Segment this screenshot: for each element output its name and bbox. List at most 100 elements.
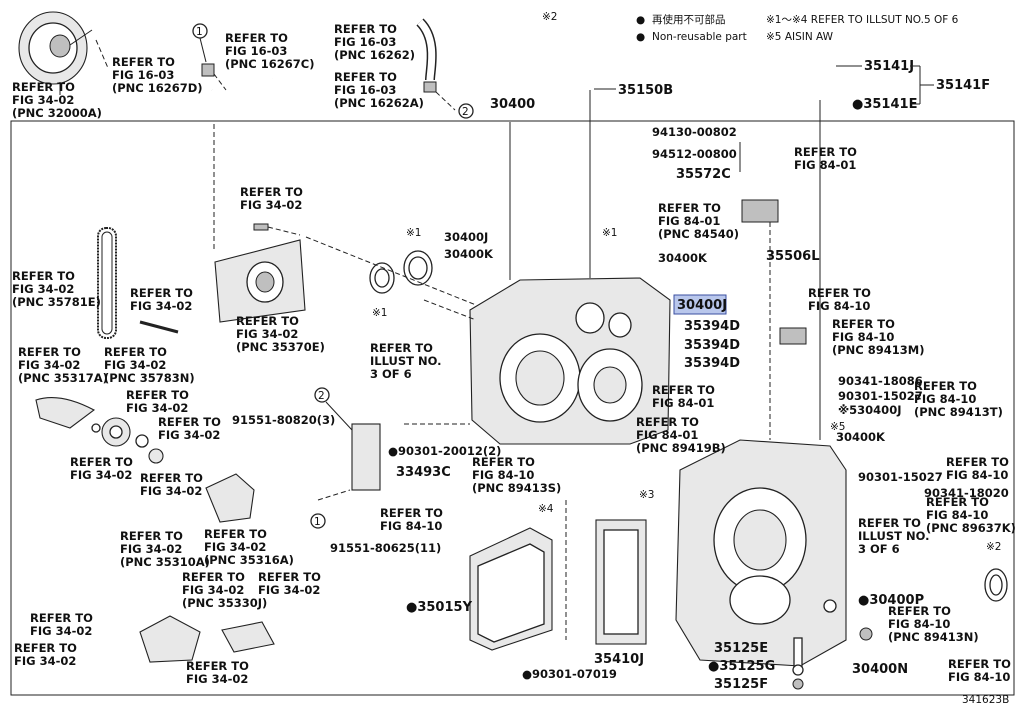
torque-converter [18,11,93,85]
part-35125F: 35125F [714,677,768,692]
svg-text:2: 2 [318,390,325,402]
oil-strainer [351,423,381,491]
legend-reuse-jp: 再使用不可部品 [652,13,726,26]
refer-line: FIG 34-02 [130,299,192,313]
refer-line: REFER TO [112,55,175,69]
part-33493C: 33493C [396,465,451,480]
refer-line: (PNC 89413T) [914,405,1003,419]
mark-1-b: ※1 [372,307,387,319]
refer-line: FIG 34-02 [12,282,74,296]
refer-line: FIG 34-02 [236,327,298,341]
refer-line: REFER TO [946,455,1009,469]
refer-line: REFER TO [948,657,1011,671]
refer-line: FIG 84-10 [832,330,894,344]
refer-line: REFER TO [914,379,977,393]
refer-line: REFER TO [794,145,857,159]
part-94512-00800: 94512-00800 [652,147,737,161]
refer-line: REFER TO [636,415,699,429]
callout-circle-2-mid: 2 [314,387,330,403]
refer-line: FIG 84-01 [658,214,720,228]
washer-35125G [792,664,804,676]
refer-line: FIG 34-02 [18,358,80,372]
refer-line: (PNC 16262A) [334,96,424,110]
part-90301-15027-a: 90301-15027 [838,389,923,403]
refer-line: REFER TO [30,611,93,625]
refer-line: REFER TO [158,415,221,429]
refer-line: REFER TO [104,345,167,359]
refer-line: FIG 34-02 [158,428,220,442]
refer-line: REFER TO [14,641,77,655]
legend: ● 再使用不可部品 ● Non-reusable part ※1～※4 REFE… [636,13,959,43]
gear-small [101,417,131,447]
refer-line: FIG 84-10 [926,508,988,522]
transmission-valve-body [595,519,647,645]
refer-line: (PNC 89637K) [926,521,1016,535]
refer-line: (PNC 35781E) [12,295,101,309]
part-35015Y: ●35015Y [406,600,473,615]
transaxle-case-rear [675,439,847,667]
part-35125G: ●35125G [708,659,775,674]
refer-line: FIG 34-02 [126,401,188,415]
refer-line: (PNC 35370E) [236,340,325,354]
oil-seal-1 [369,262,395,294]
oil-cooler-hose [201,63,275,104]
callout-circle-1-mid: 1 [310,513,326,529]
callout-circle-2-top: 2 [458,103,474,119]
part-90341-18086: 90341-18086 [838,374,923,388]
refer-line: REFER TO [658,201,721,215]
part-30400N: 30400N [852,662,908,677]
refer-line: REFER TO [130,286,193,300]
part-35141J: 35141J [864,59,914,74]
refer-line: REFER TO [186,659,249,673]
refer-line: FIG 84-10 [946,468,1008,482]
part-30400J-highlighted[interactable]: 30400J [673,294,727,315]
part-90301-15027-b: 90301-15027 [858,470,943,484]
refer-line: FIG 16-03 [334,35,396,49]
oil-pan-ecu [469,527,553,651]
part-35572C: 35572C [676,167,731,182]
refer-line: REFER TO [832,317,895,331]
refer-line: FIG 34-02 [140,484,202,498]
part-30400K-top: 30400K [444,247,494,261]
part-30400K-5: 30400K [836,430,886,444]
ring-1 [135,434,149,448]
part-numbers: 30400 35150B 35141J 35141F ●35141E 94130… [232,59,1009,706]
refer-line: FIG 34-02 [70,468,132,482]
refer-line: REFER TO [12,269,75,283]
refer-line: (PNC 16262) [334,48,415,62]
refer-line: (PNC 35783N) [104,371,195,385]
refer-line: (PNC 16267D) [112,81,203,95]
refer-line: FIG 34-02 [120,542,182,556]
gasket-30400P [823,599,837,613]
refer-line: (PNC 84540) [658,227,739,241]
mark-1-c: ※1 [602,227,617,239]
plug-35125F [792,678,804,690]
refer-line: (PNC 89419B) [636,441,726,455]
refer-line: REFER TO [236,314,299,328]
part-30400: 30400 [490,97,535,112]
mark-2-top: ※2 [542,11,557,23]
refer-line: (PNC 35330J) [182,596,267,610]
part-91551-80820: 91551-80820(3) [232,413,335,427]
refer-line: REFER TO [334,70,397,84]
refer-line: REFER TO [926,495,989,509]
refer-line: REFER TO [370,341,433,355]
part-30400J-top: 30400J [444,230,488,244]
oil-cooler-hose-2 [416,18,437,93]
